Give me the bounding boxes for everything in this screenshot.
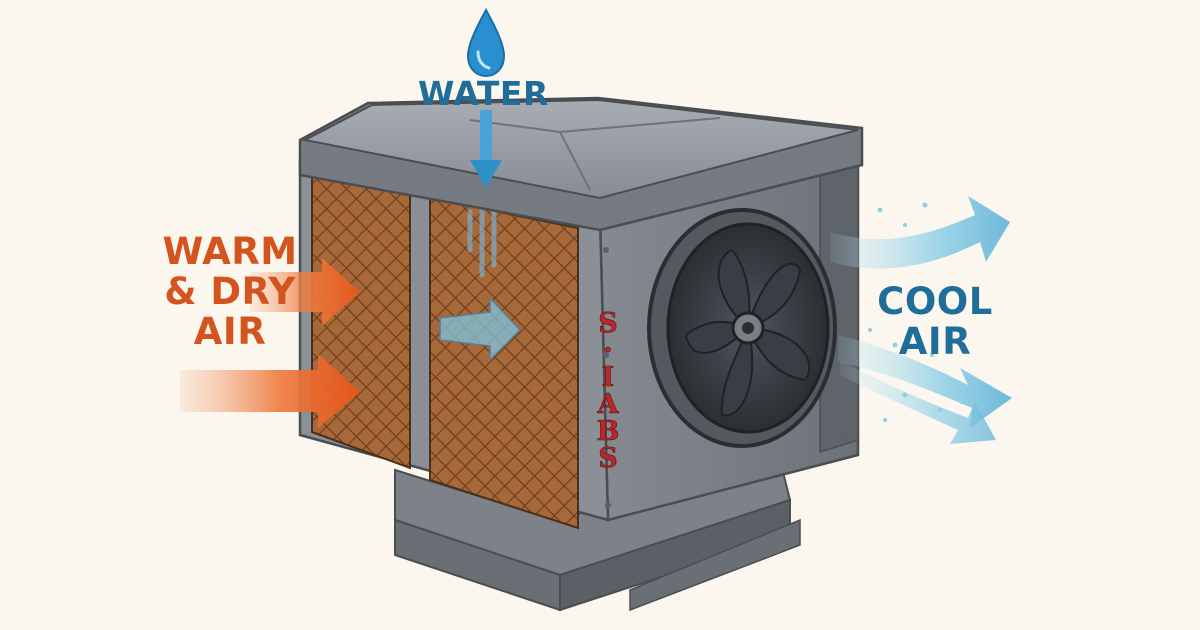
water-arrow [470,110,502,188]
water-label: WATER [418,74,549,113]
brand-letter: I [601,362,615,393]
cool-label-line-2: AIR [898,319,972,363]
brand-logo: S · I A B S [590,308,626,474]
warm-air-arrow-lower [180,354,360,428]
warm-label-line-3: AIR [193,309,267,353]
cool-air-particles [868,202,964,422]
brand-letter: S [598,308,618,339]
cooling-pad-right [429,196,579,530]
bolts [603,197,848,508]
brand-separator: · [603,335,613,366]
cool-air-arrow-upper [830,196,1010,269]
top-cover [298,96,864,232]
internal-air-arrow [439,296,522,362]
brand-letter: S [598,443,618,474]
warm-label-line-1: WARM [162,230,298,273]
cool-air-arrow-middle [838,335,1012,428]
brand-letter: B [596,416,620,447]
fan [647,208,837,448]
cool-air-label: COOL AIR [870,282,1000,362]
warm-air-arrow-upper [250,258,360,326]
brand-letter: A [597,389,619,420]
warm-label-line-2: & DRY [164,269,296,313]
water-trickle [467,202,497,278]
water-drop-icon [466,7,506,78]
cool-label-line-1: COOL [877,280,993,323]
cool-air-arrow-lower [840,360,996,444]
warm-dry-air-label: WARM & DRY AIR [150,232,310,352]
